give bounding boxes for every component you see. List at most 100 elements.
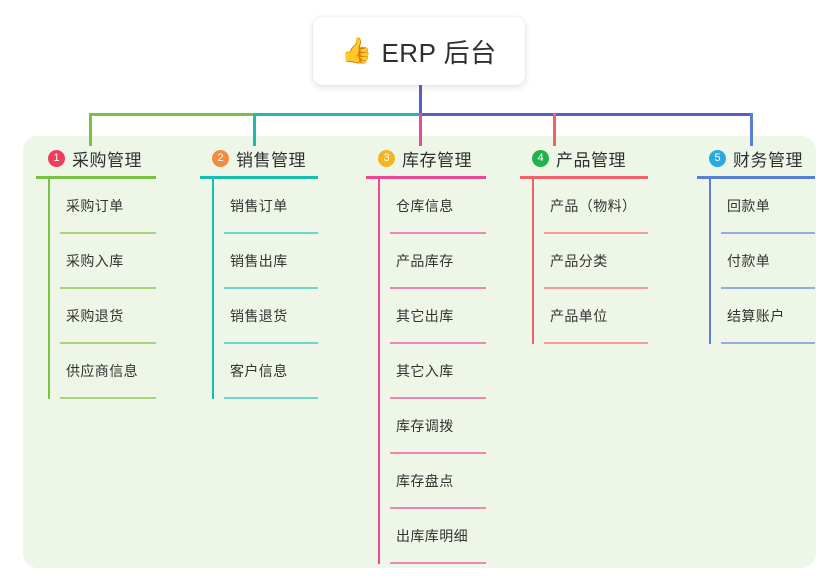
column-stem-1 <box>48 179 50 399</box>
menu-item-label: 付款单 <box>727 253 771 269</box>
menu-item[interactable]: 供应商信息 <box>48 344 156 399</box>
column-rule-2 <box>200 176 318 179</box>
column-badge-2: 2 <box>212 149 229 167</box>
column-title-3: 库存管理 <box>402 150 472 170</box>
menu-item[interactable]: 销售订单 <box>212 179 318 234</box>
column-items-5: 回款单付款单结算账户 <box>697 179 815 344</box>
connector-trunk <box>419 85 422 116</box>
column-title-2: 销售管理 <box>236 150 306 170</box>
menu-item-rule <box>60 397 156 399</box>
menu-item-label: 采购订单 <box>66 198 124 214</box>
menu-item-rule <box>390 287 486 289</box>
menu-item-rule <box>390 562 486 564</box>
menu-item-label: 产品单位 <box>550 308 608 324</box>
column-items-2: 销售订单销售出库销售退货客户信息 <box>200 179 318 399</box>
menu-item-rule <box>721 342 815 344</box>
menu-item[interactable]: 采购入库 <box>48 234 156 289</box>
menu-item[interactable]: 其它出库 <box>378 289 486 344</box>
menu-item-label: 客户信息 <box>230 363 288 379</box>
menu-item[interactable]: 付款单 <box>709 234 815 289</box>
menu-item[interactable]: 产品分类 <box>532 234 648 289</box>
menu-item-label: 产品分类 <box>550 253 608 269</box>
menu-item-rule <box>390 507 486 509</box>
connector-drop-1 <box>89 113 92 146</box>
menu-item-rule <box>60 342 156 344</box>
column-title-5: 财务管理 <box>733 150 803 170</box>
connector-drop-5 <box>750 113 753 146</box>
root-node-content: 👍 ERP 后台 <box>341 33 496 70</box>
column-title-1: 采购管理 <box>72 150 142 170</box>
column-stem-5 <box>709 179 711 344</box>
menu-item[interactable]: 结算账户 <box>709 289 815 344</box>
menu-item-rule <box>60 232 156 234</box>
menu-item[interactable]: 产品库存 <box>378 234 486 289</box>
menu-item-label: 其它出库 <box>396 308 454 324</box>
menu-item-label: 供应商信息 <box>66 363 138 379</box>
menu-item-label: 仓库信息 <box>396 198 454 214</box>
column-badge-1: 1 <box>48 149 65 167</box>
column-header-3[interactable]: 3 库存管理 <box>366 146 486 170</box>
menu-item-rule <box>60 287 156 289</box>
column-header-5[interactable]: 5 财务管理 <box>697 146 815 170</box>
menu-item-rule <box>224 287 318 289</box>
menu-item-label: 销售订单 <box>230 198 288 214</box>
menu-item[interactable]: 产品单位 <box>532 289 648 344</box>
column-items-4: 产品（物料） 产品分类产品单位 <box>520 179 648 344</box>
column-items-3: 仓库信息产品库存其它出库其它入库库存调拨库存盘点出库库明细 <box>366 179 486 564</box>
menu-item-rule <box>390 232 486 234</box>
menu-item-label: 库存盘点 <box>396 473 454 489</box>
menu-item-rule <box>544 342 648 344</box>
menu-item[interactable]: 销售退货 <box>212 289 318 344</box>
menu-item-rule <box>224 397 318 399</box>
connector-bar-middle <box>253 113 421 116</box>
column-1: 1 采购管理采购订单采购入库采购退货供应商信息 <box>36 146 156 399</box>
root-node-card[interactable]: 👍 ERP 后台 <box>313 17 525 85</box>
column-header-1[interactable]: 1 采购管理 <box>36 146 156 170</box>
menu-item[interactable]: 销售出库 <box>212 234 318 289</box>
menu-item-label: 销售退货 <box>230 308 288 324</box>
column-rule-4 <box>520 176 648 179</box>
column-2: 2 销售管理销售订单销售出库销售退货客户信息 <box>200 146 318 399</box>
menu-item-label: 产品库存 <box>396 253 454 269</box>
menu-item-label: 产品（物料） <box>550 198 637 214</box>
menu-item[interactable]: 其它入库 <box>378 344 486 399</box>
column-3: 3 库存管理仓库信息产品库存其它出库其它入库库存调拨库存盘点出库库明细 <box>366 146 486 564</box>
column-rule-5 <box>697 176 815 179</box>
menu-item[interactable]: 库存盘点 <box>378 454 486 509</box>
menu-item-rule <box>390 342 486 344</box>
menu-item[interactable]: 客户信息 <box>212 344 318 399</box>
column-header-2[interactable]: 2 销售管理 <box>200 146 318 170</box>
menu-item-label: 其它入库 <box>396 363 454 379</box>
column-stem-2 <box>212 179 214 399</box>
menu-item-label: 库存调拨 <box>396 418 454 434</box>
column-badge-3: 3 <box>378 149 395 167</box>
column-badge-4: 4 <box>532 149 549 167</box>
column-badge-5: 5 <box>709 149 726 167</box>
menu-item-rule <box>390 452 486 454</box>
menu-item-rule <box>544 287 648 289</box>
diagram-panel <box>23 136 816 568</box>
menu-item[interactable]: 仓库信息 <box>378 179 486 234</box>
menu-item[interactable]: 回款单 <box>709 179 815 234</box>
column-stem-4 <box>532 179 534 344</box>
menu-item[interactable]: 采购订单 <box>48 179 156 234</box>
menu-item-rule <box>544 232 648 234</box>
menu-item[interactable]: 库存调拨 <box>378 399 486 454</box>
menu-item-label: 出库库明细 <box>396 528 468 544</box>
menu-item-rule <box>721 287 815 289</box>
menu-item-rule <box>721 232 815 234</box>
menu-item[interactable]: 出库库明细 <box>378 509 486 564</box>
menu-item-rule <box>224 342 318 344</box>
thumbs-up-icon: 👍 <box>341 36 373 65</box>
menu-item-rule <box>390 397 486 399</box>
connector-bar-right <box>419 113 753 116</box>
menu-item-rule <box>224 232 318 234</box>
menu-item-label: 采购退货 <box>66 308 124 324</box>
root-node-title: ERP 后台 <box>381 37 497 68</box>
menu-item[interactable]: 产品（物料） <box>532 179 648 234</box>
connector-drop-3 <box>419 113 422 146</box>
menu-item-label: 销售出库 <box>230 253 288 269</box>
menu-item[interactable]: 采购退货 <box>48 289 156 344</box>
